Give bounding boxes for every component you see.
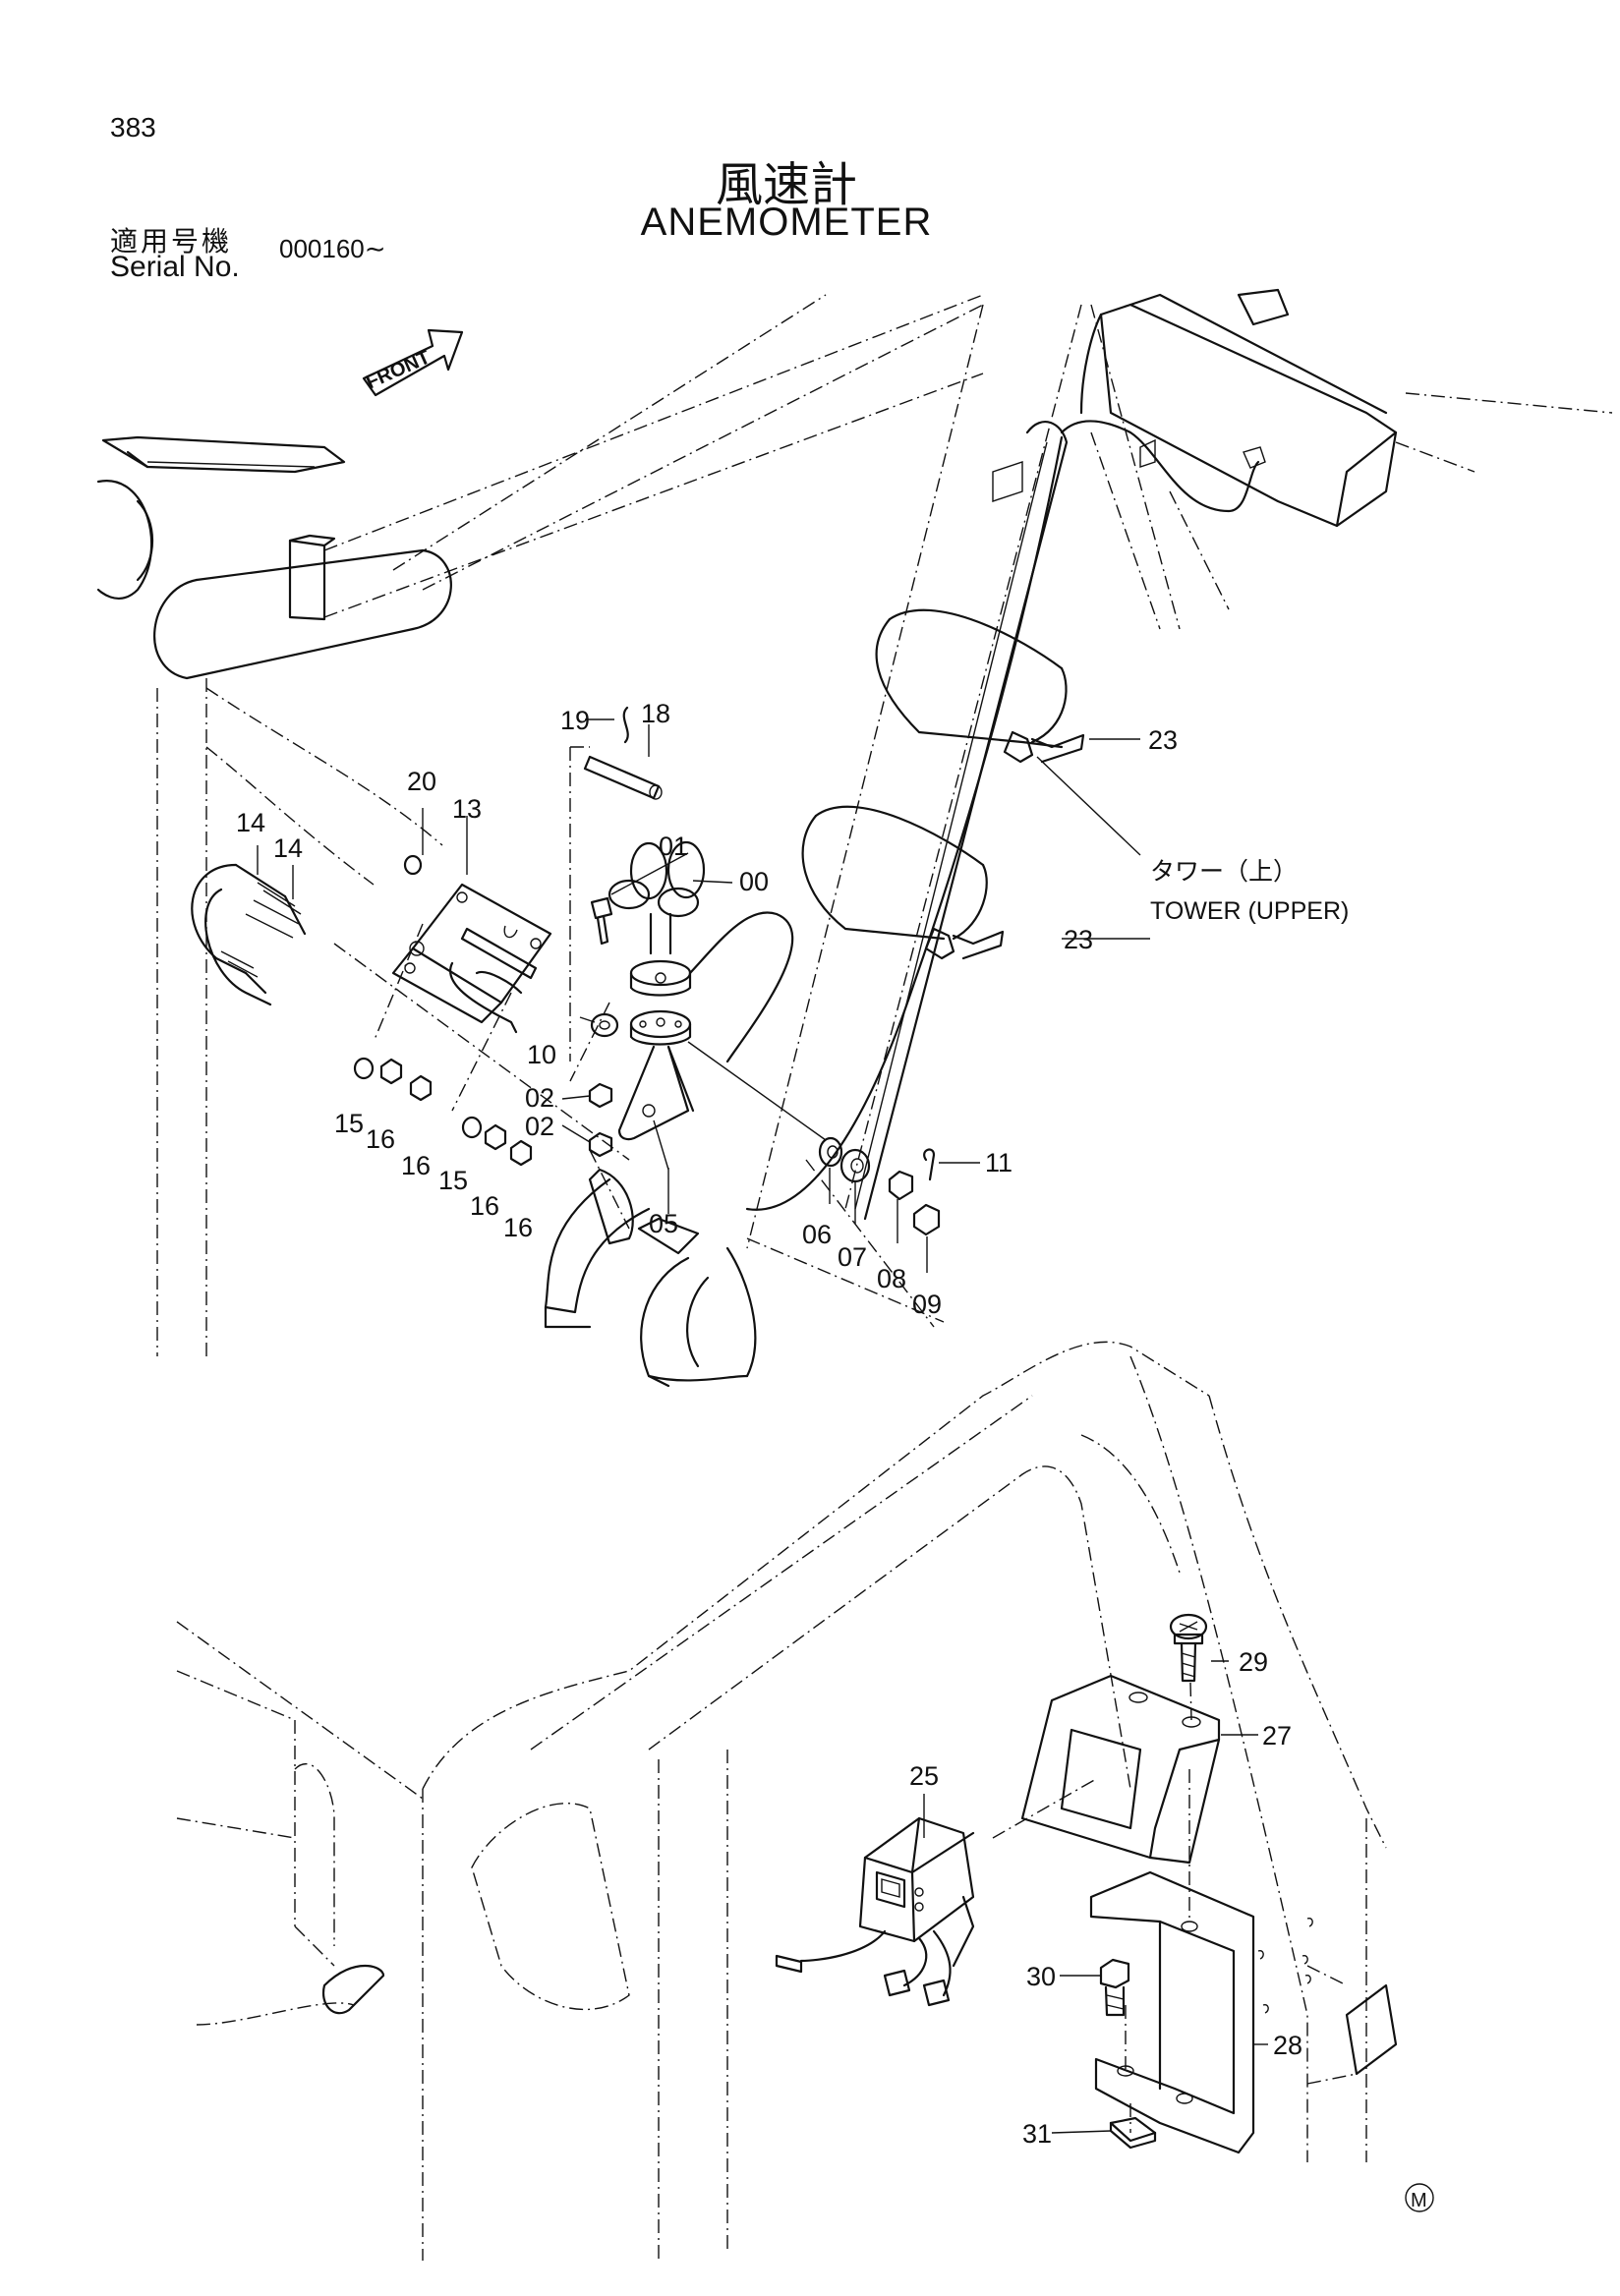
display-unit-25 <box>775 1778 1097 2007</box>
callout-01: 01 <box>659 832 688 861</box>
callout-27: 27 <box>1262 1721 1292 1751</box>
u-bolts <box>191 863 307 1006</box>
footer-mark: M <box>1405 2183 1434 2212</box>
screw-29 <box>1169 1613 1208 1721</box>
left-hardware <box>333 854 630 1230</box>
mounting-stand <box>617 1009 695 1141</box>
callout-18: 18 <box>641 699 670 728</box>
callout-30: 30 <box>1026 1962 1056 1991</box>
callout-11: 11 <box>985 1148 1012 1177</box>
front-direction-arrow: FRONT <box>362 328 464 397</box>
part-callouts: 19 18 20 13 14 14 01 00 23 23 タワー（上） TOW… <box>236 699 1349 2149</box>
leader-lines <box>257 718 1268 2134</box>
callout-08: 07 <box>838 1242 867 1272</box>
callout-19: 19 <box>560 706 590 735</box>
callout-28: 28 <box>1273 2031 1302 2060</box>
serial-label-japanese: 適用号機 <box>110 225 233 258</box>
bracket-28 <box>1089 1769 1255 2154</box>
callout-09: 08 <box>877 1264 906 1293</box>
callout-10: 09 <box>912 1290 942 1319</box>
front-label: FRONT <box>363 346 434 393</box>
callout-16-b: 16 <box>401 1151 431 1180</box>
cab-body <box>176 1341 1398 2261</box>
plate-nut-31 <box>1109 2116 1157 2150</box>
callout-07: 06 <box>802 1220 832 1249</box>
callout-13: 13 <box>452 794 482 824</box>
callout-00: 00 <box>739 867 769 896</box>
anemometer-head <box>590 840 794 1063</box>
bolt-30 <box>1099 1958 1130 2017</box>
callout-16-d: 16 <box>503 1213 533 1242</box>
title-english: ANEMOMETER <box>640 201 933 244</box>
callout-14-b: 14 <box>273 833 303 863</box>
callout-16-a: 16 <box>366 1124 395 1154</box>
callout-29: 29 <box>1239 1647 1268 1677</box>
frame-holes <box>1257 1917 1313 2014</box>
tower-label-jp: タワー（上） <box>1150 857 1298 886</box>
right-hardware <box>687 1041 945 1328</box>
bracket-13 <box>391 883 552 1034</box>
callout-23-a: 23 <box>1148 725 1178 755</box>
serial-range: 000160∼ <box>279 234 386 263</box>
callout-31: 31 <box>1022 2119 1052 2149</box>
callout-16-c: 16 <box>470 1191 499 1221</box>
callout-02-b: 02 <box>525 1112 554 1141</box>
tower-label-en: TOWER (UPPER) <box>1150 897 1349 925</box>
title-japanese: 風速計 <box>715 157 857 212</box>
callout-15-a: 15 <box>334 1109 364 1138</box>
svg-text:M: M <box>1411 2190 1427 2211</box>
callout-15-b: 15 <box>438 1166 468 1195</box>
bracket-27 <box>1020 1674 1221 1865</box>
callout-06: 10 <box>527 1040 556 1069</box>
callout-25: 25 <box>909 1761 939 1791</box>
callout-20: 20 <box>407 767 436 796</box>
upper-frame <box>96 294 984 1356</box>
serial-label-english: Serial No. <box>110 251 240 283</box>
page-number: 383 <box>110 112 156 143</box>
pin-18-19 <box>569 706 663 1062</box>
callout-14-a: 14 <box>236 808 265 837</box>
tower-upper <box>745 288 1613 1249</box>
callout-02-a: 02 <box>525 1083 554 1113</box>
tower-base <box>544 1168 757 1388</box>
callout-05: 05 <box>649 1209 678 1238</box>
callout-23-b: 23 <box>1064 925 1093 954</box>
